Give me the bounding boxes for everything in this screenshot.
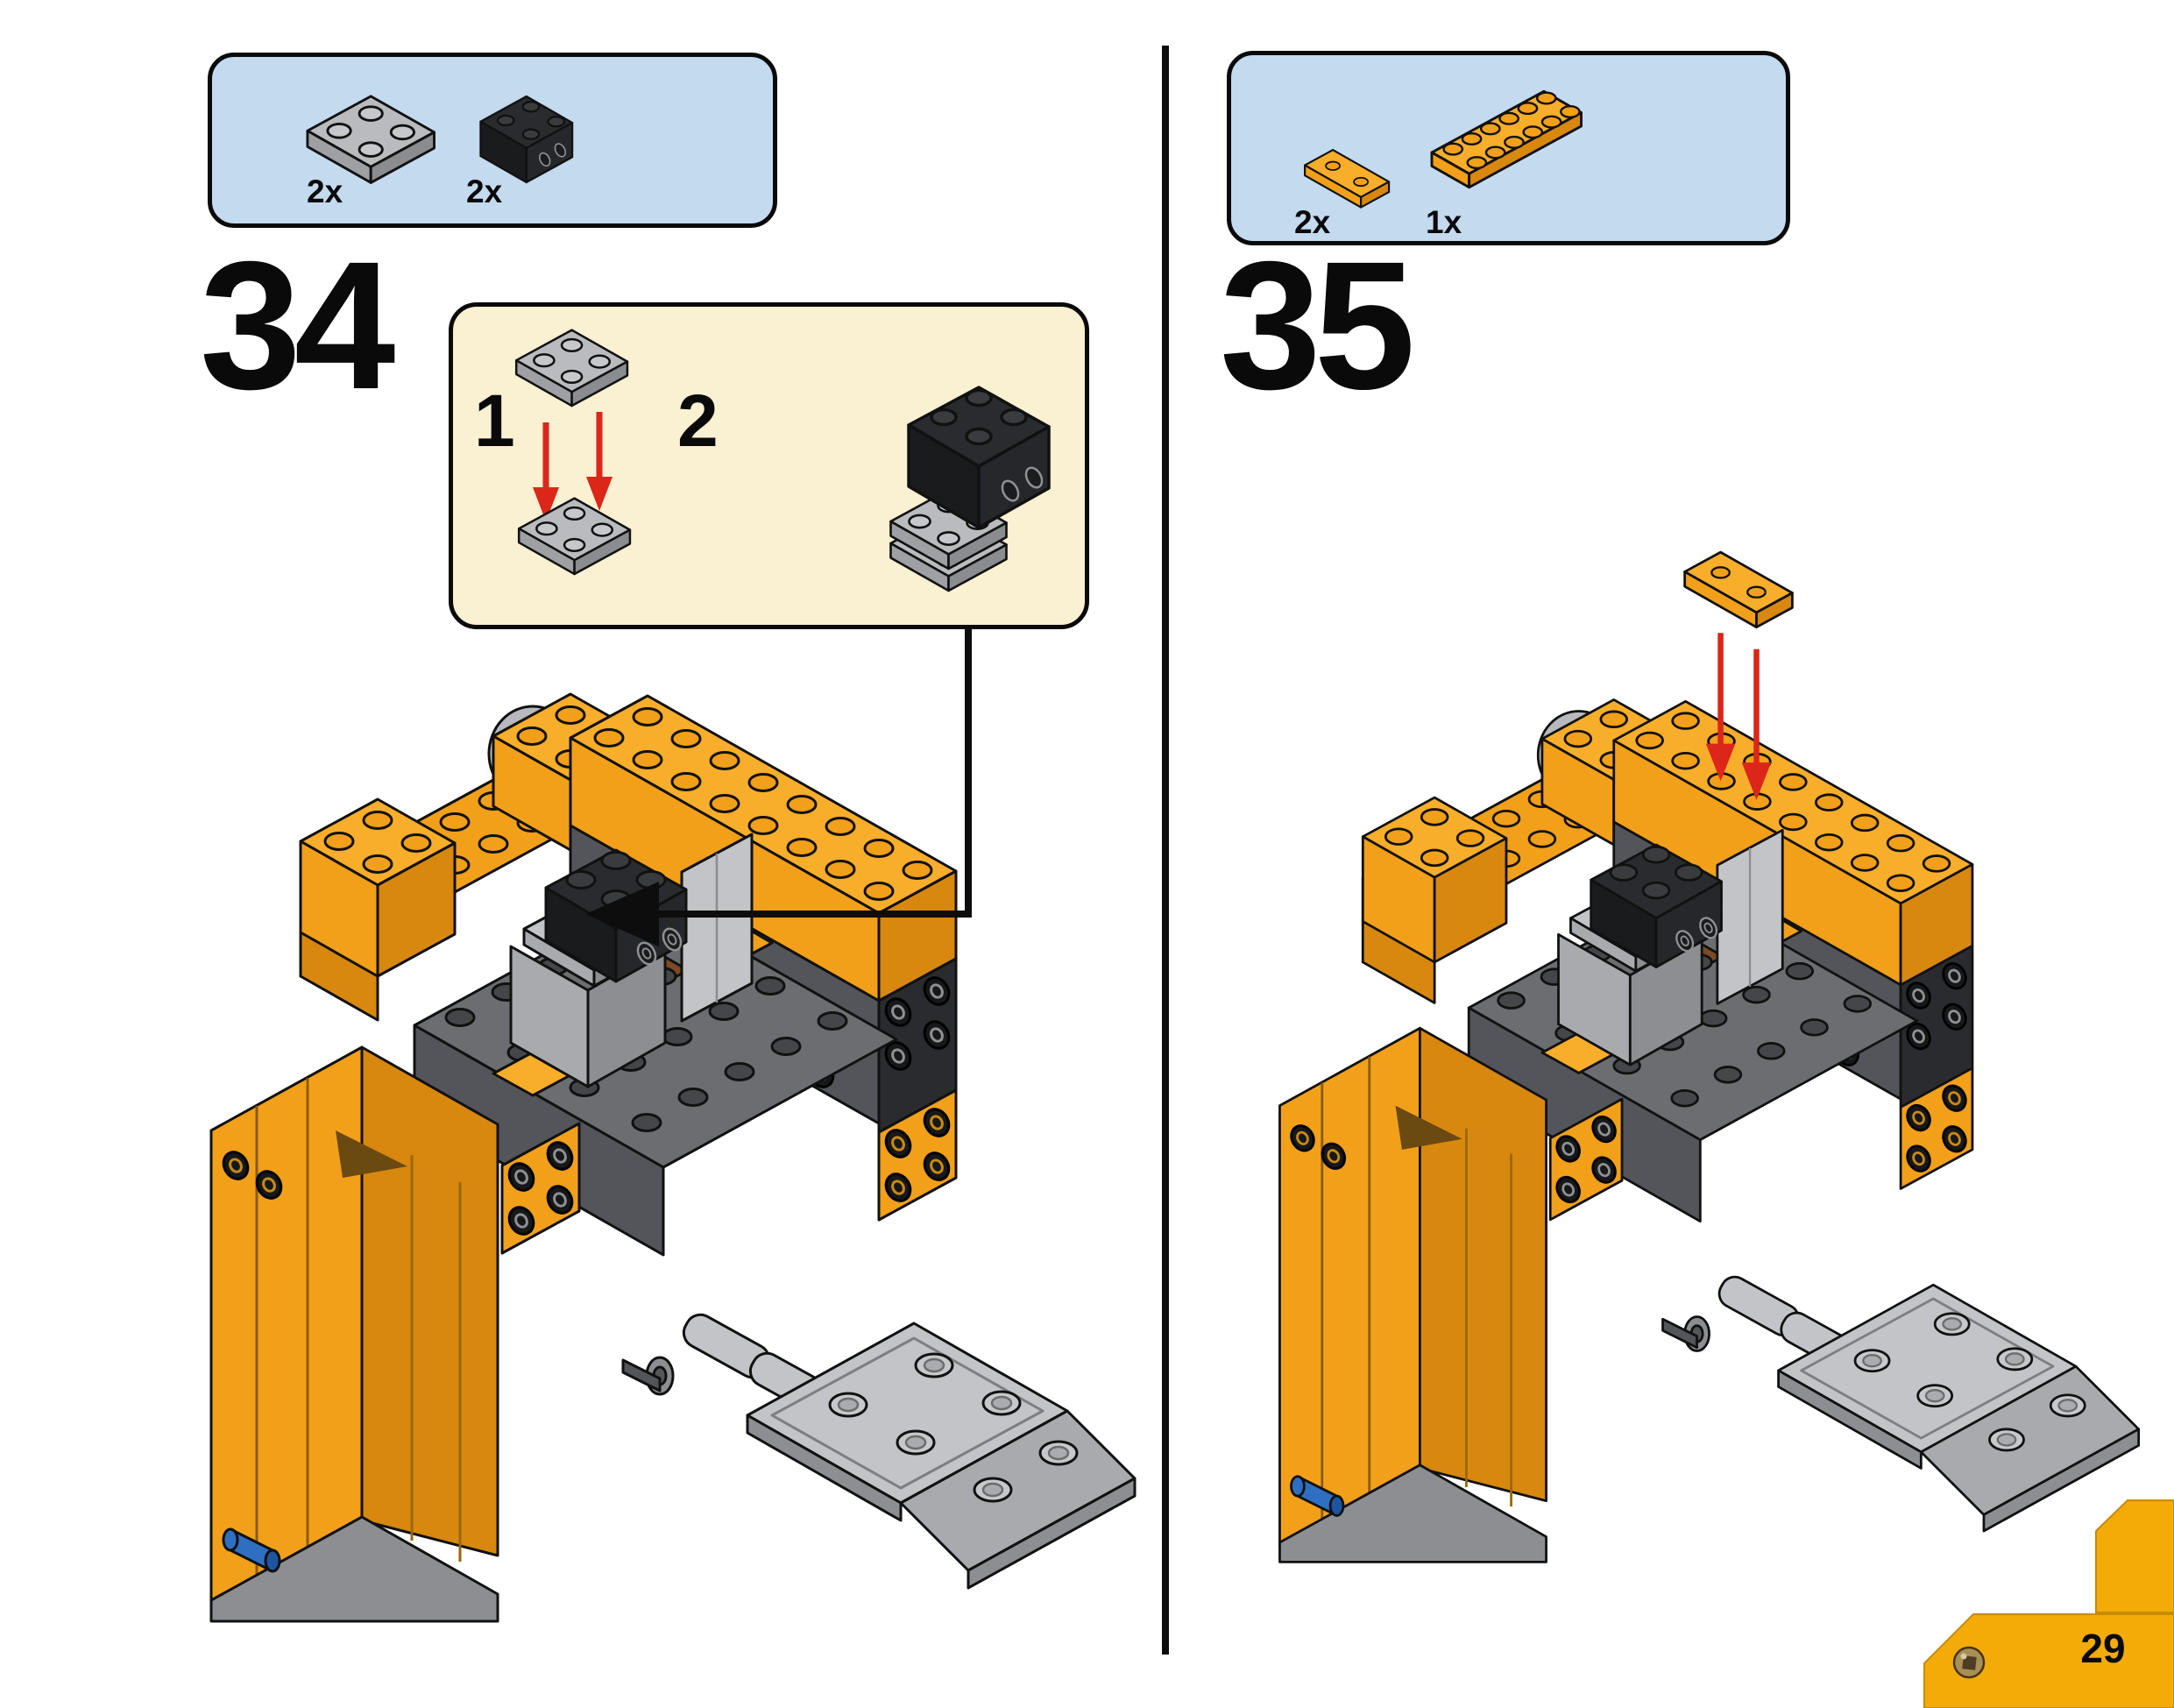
part-count: 1x <box>1426 204 1462 240</box>
step35-parts-callout: 2x 1x <box>1227 51 1790 245</box>
substep-1-label: 1 <box>474 379 515 462</box>
red-arrow-head <box>533 487 559 521</box>
part-count: 2x <box>307 174 343 209</box>
step34-model-illustration <box>211 694 1135 1621</box>
callout-leader-arrow <box>585 627 972 946</box>
part-count: 2x <box>1294 204 1331 240</box>
orange-2x6-plate-icon <box>1430 89 1583 189</box>
panel-divider <box>1162 46 1169 1655</box>
step34-parts-callout: 2x 2x <box>208 53 777 228</box>
red-arrow <box>596 412 603 478</box>
substep-diagram <box>514 329 1051 592</box>
step35-model-illustration <box>1279 550 2138 1562</box>
page-corner-decoration: 29 <box>1923 1499 2174 1708</box>
step34-number: 34 <box>200 224 395 428</box>
substep-2-label: 2 <box>677 379 719 462</box>
page-number: 29 <box>2080 1626 2125 1671</box>
step34-substeps-box: 1 2 <box>449 302 1089 629</box>
step35-number: 35 <box>1220 224 1415 428</box>
part-count: 2x <box>466 174 503 209</box>
orange-1x2-plate-icon <box>1304 149 1391 209</box>
step35-placement-overlay <box>1683 550 1794 800</box>
red-arrow-head <box>586 477 613 511</box>
red-arrow <box>542 422 549 489</box>
red-placement-arrows <box>1705 633 1772 800</box>
